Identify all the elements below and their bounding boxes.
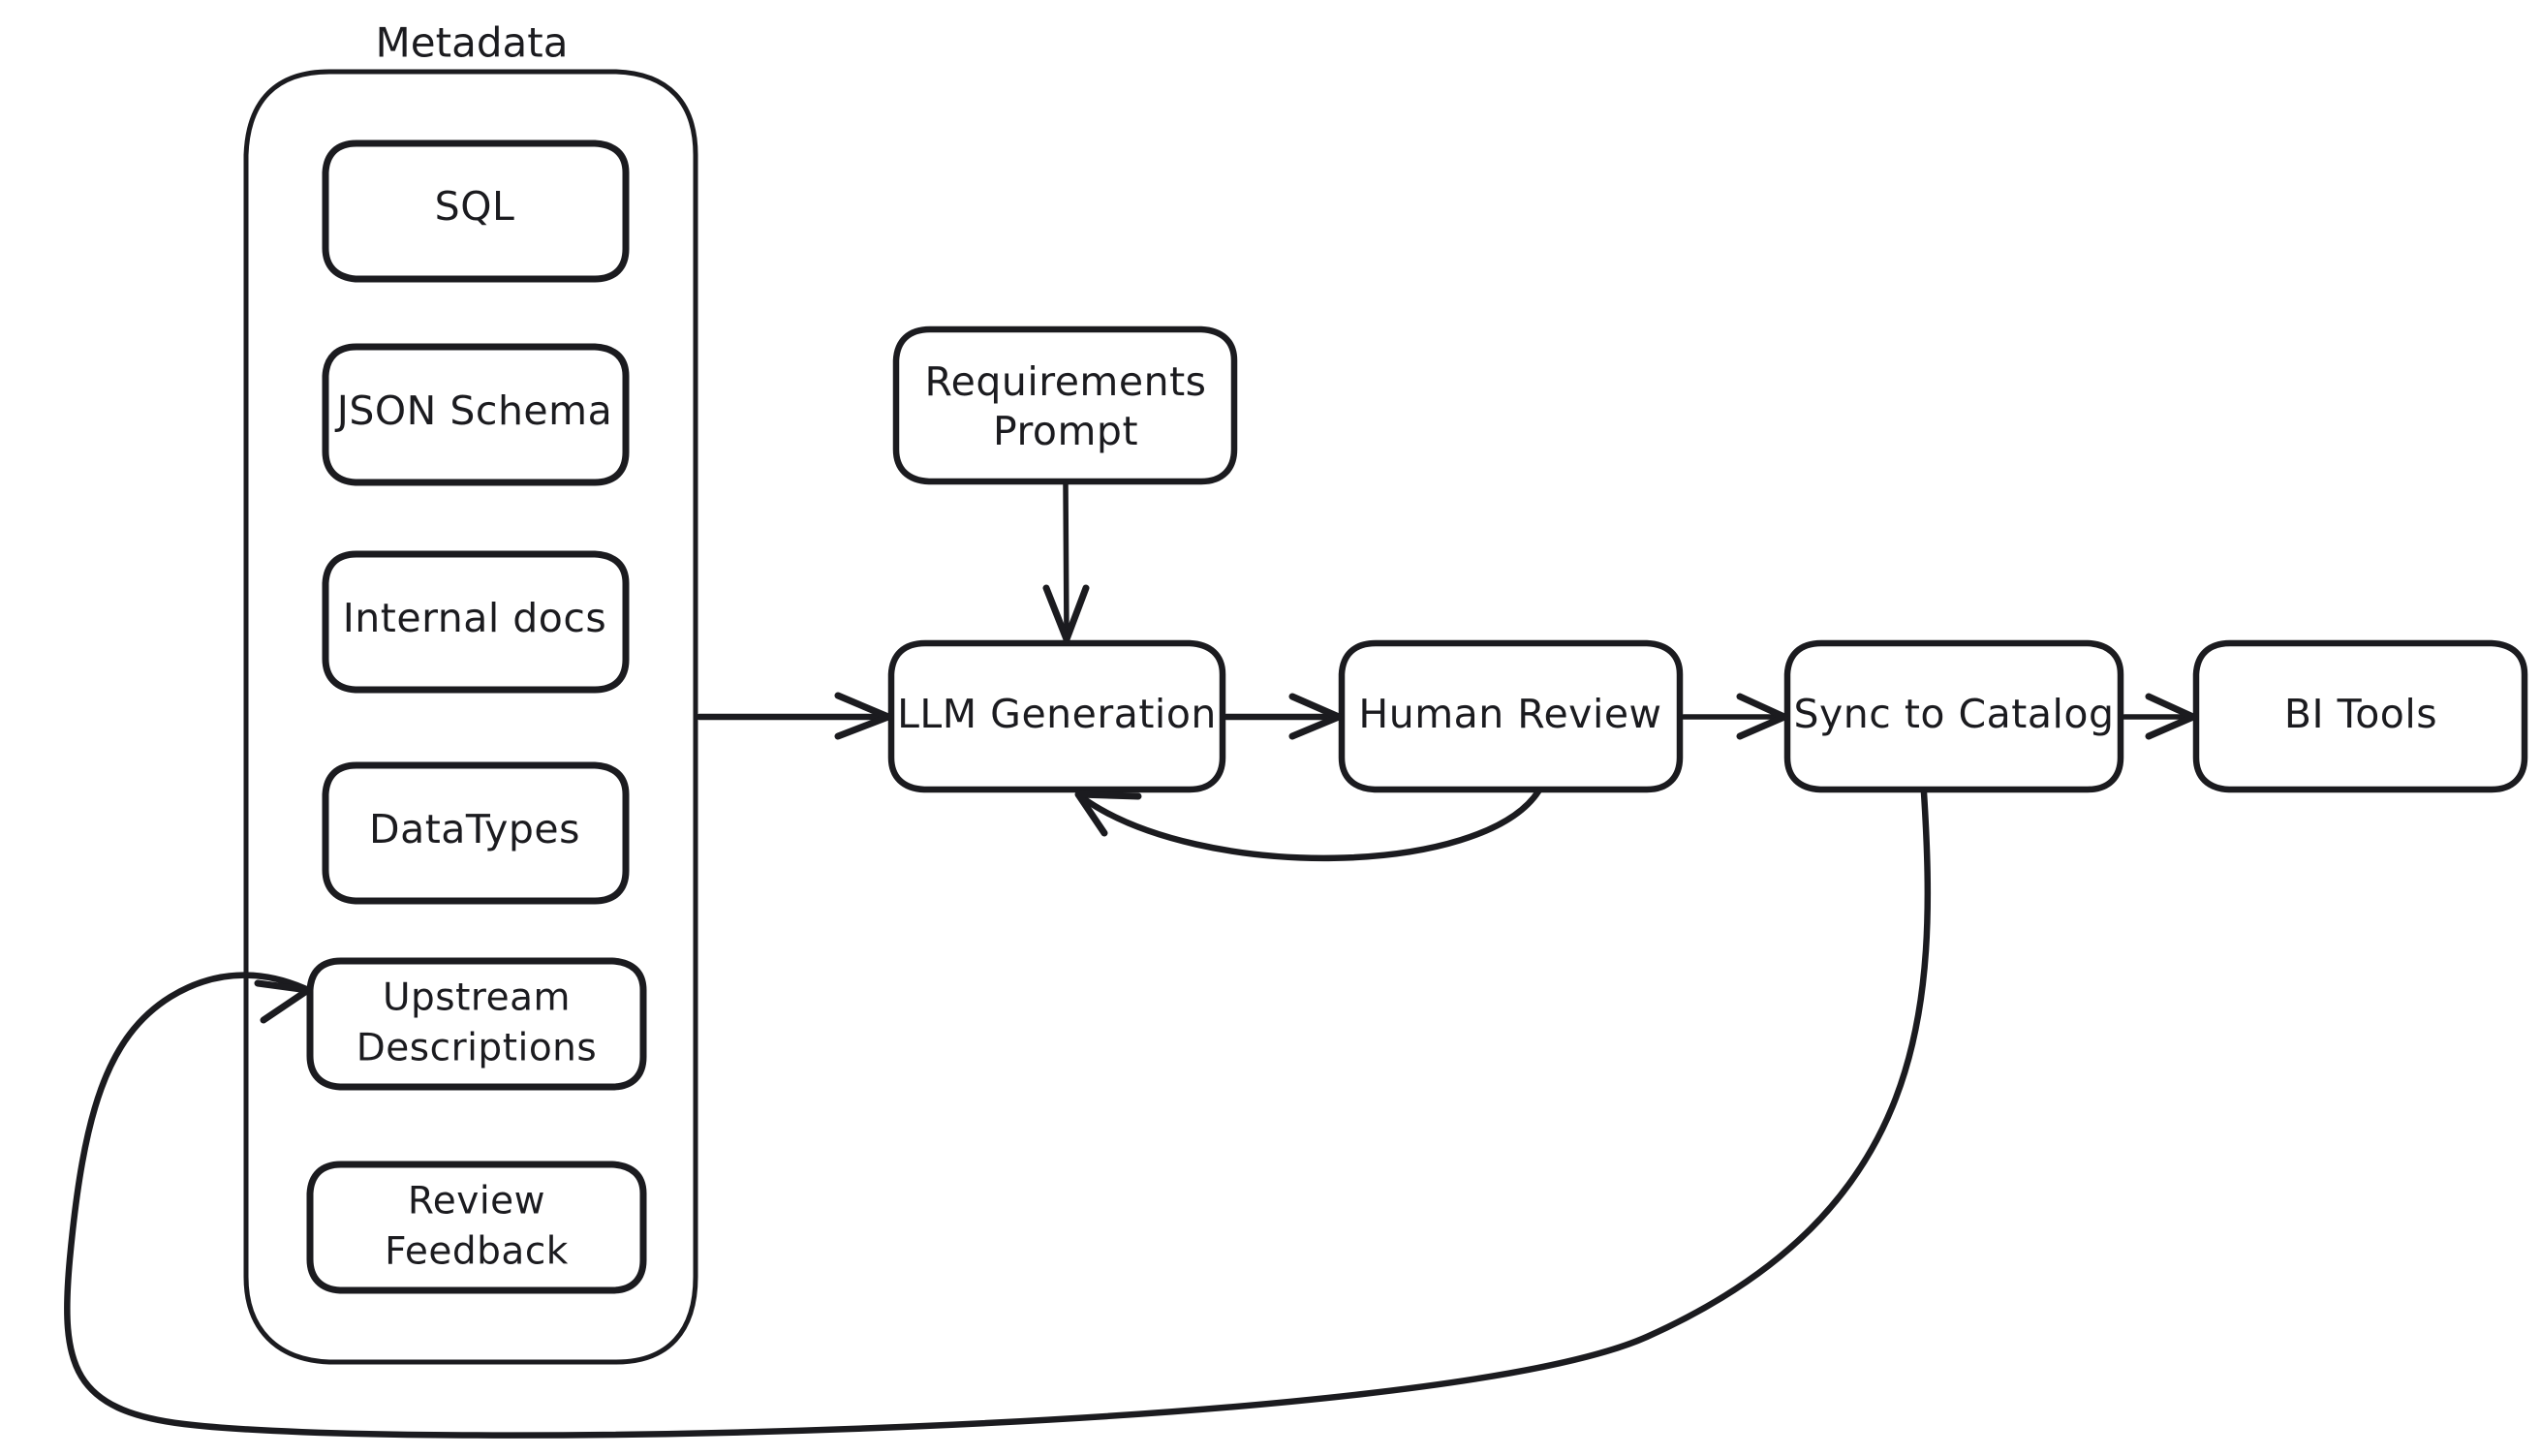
node-sql-label: SQL <box>435 183 515 230</box>
node-human-review-shape <box>1338 639 1684 793</box>
node-requirements-prompt-shape <box>892 325 1238 485</box>
edge-review-to-sync-arrowhead <box>1736 693 1788 740</box>
edge-review-back-to-llm-arrowhead <box>1074 790 1142 837</box>
edge-sync-to-upstream-arrowhead <box>254 979 312 1024</box>
node-requirements-prompt-label-line2: Prompt <box>993 408 1138 454</box>
metadata-group-title: Metadata <box>376 19 569 67</box>
node-internal-docs-shape <box>322 550 630 694</box>
node-bi-tools[interactable]: BI Tools <box>2192 639 2528 793</box>
edge-metadata-to-llm-arrowhead <box>834 692 892 740</box>
edge-sync-to-bi-arrowhead <box>2145 693 2197 740</box>
edge-prompt-to-llm-line <box>1063 480 1069 640</box>
edge-sync-to-upstream[interactable] <box>64 789 1932 1439</box>
node-json-schema-label: JSON Schema <box>334 387 612 434</box>
node-llm-generation-label: LLM Generation <box>897 691 1217 737</box>
node-sql-shape <box>322 139 630 283</box>
node-upstream-descriptions-label-line2: Descriptions <box>356 1027 597 1070</box>
node-datatypes-label: DataTypes <box>369 806 580 852</box>
node-sync-to-catalog-label: Sync to Catalog <box>1794 691 2115 737</box>
node-upstream-descriptions[interactable]: Upstream Descriptions <box>306 957 647 1091</box>
node-review-feedback-shape <box>306 1161 647 1294</box>
edge-sync-to-upstream-line <box>64 789 1932 1439</box>
edge-prompt-to-llm-arrowhead <box>1042 584 1090 643</box>
node-internal-docs-label: Internal docs <box>343 595 607 641</box>
node-upstream-descriptions-shape <box>306 957 647 1091</box>
edge-review-back-to-llm[interactable] <box>1074 788 1542 861</box>
node-sync-to-catalog-shape <box>1783 639 2124 793</box>
node-review-feedback-label-line1: Review <box>408 1180 545 1224</box>
node-review-feedback-label-line2: Feedback <box>385 1230 569 1274</box>
node-bi-tools-shape <box>2192 639 2528 793</box>
node-sql[interactable]: SQL <box>322 139 630 283</box>
node-requirements-prompt-label-line1: Requirements <box>924 358 1206 405</box>
node-review-feedback[interactable]: Review Feedback <box>306 1161 647 1294</box>
edge-llm-to-review-arrowhead <box>1288 693 1343 740</box>
node-human-review-label: Human Review <box>1358 691 1661 737</box>
node-sync-to-catalog[interactable]: Sync to Catalog <box>1783 639 2124 793</box>
node-requirements-prompt[interactable]: Requirements Prompt <box>892 325 1238 485</box>
node-json-schema[interactable]: JSON Schema <box>322 343 630 486</box>
node-human-review[interactable]: Human Review <box>1338 639 1684 793</box>
node-json-schema-shape <box>322 343 630 486</box>
node-llm-generation-shape <box>887 639 1226 793</box>
edge-prompt-to-llm[interactable] <box>1042 480 1090 643</box>
edge-sync-to-bi[interactable] <box>2122 693 2197 740</box>
node-bi-tools-label: BI Tools <box>2284 691 2437 737</box>
node-datatypes[interactable]: DataTypes <box>322 761 630 905</box>
node-llm-generation[interactable]: LLM Generation <box>887 639 1226 793</box>
edge-review-to-sync[interactable] <box>1681 693 1788 740</box>
node-datatypes-shape <box>322 761 630 905</box>
edge-llm-to-review[interactable] <box>1223 693 1343 740</box>
node-upstream-descriptions-label-line1: Upstream <box>383 976 571 1020</box>
edge-review-back-to-llm-line <box>1079 788 1542 861</box>
node-internal-docs[interactable]: Internal docs <box>322 550 630 694</box>
edge-metadata-to-llm[interactable] <box>696 692 892 740</box>
